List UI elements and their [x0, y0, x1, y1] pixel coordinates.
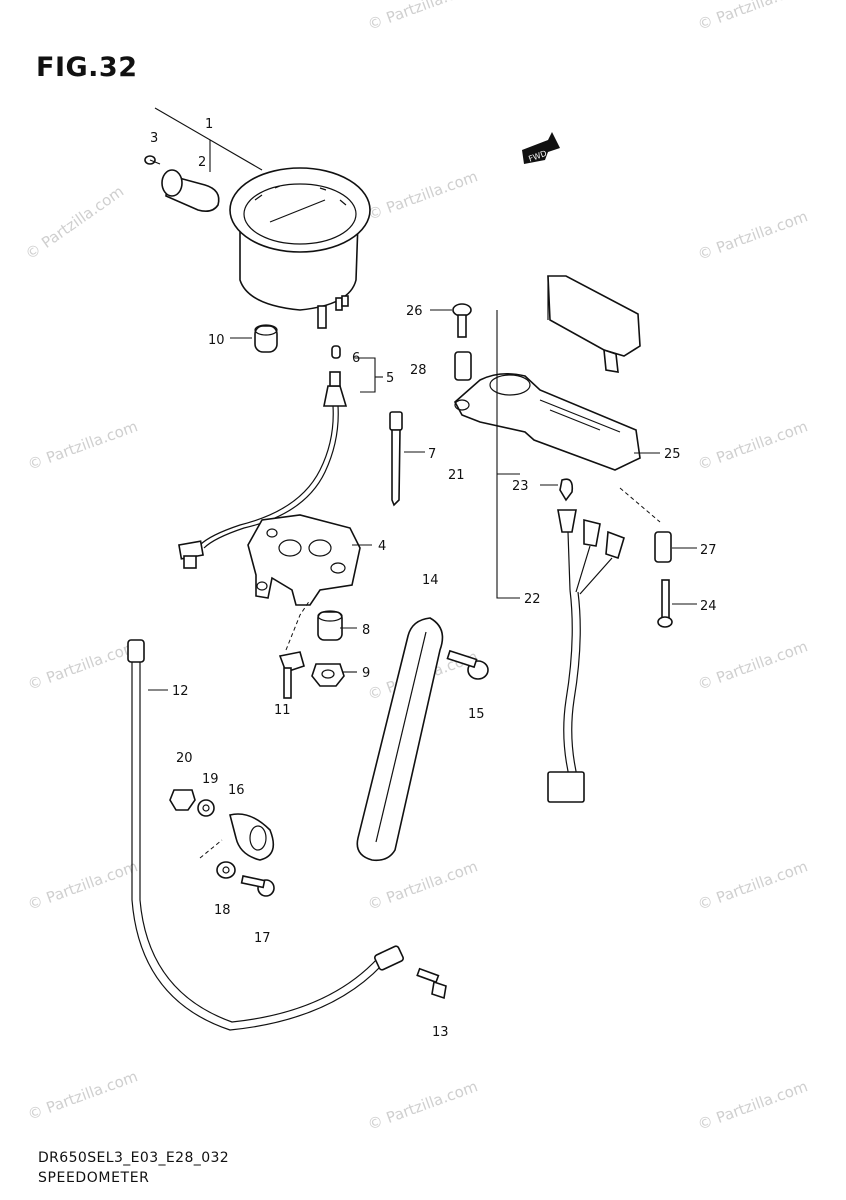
- watermark-text: © Partzilla.com: [365, 857, 480, 914]
- callout-3: 3: [150, 131, 158, 146]
- callout-23: 23: [512, 479, 529, 494]
- meter-socket: [144, 155, 220, 212]
- callout-4: 4: [378, 539, 386, 554]
- watermark-text: © Partzilla.com: [22, 182, 127, 263]
- callout-12: 12: [172, 684, 189, 699]
- screw-17: [240, 875, 275, 897]
- screw-26: [452, 303, 472, 338]
- callout-1: 1: [205, 117, 213, 132]
- callout-13: 13: [432, 1025, 449, 1040]
- lamp-wire: [178, 345, 348, 569]
- callout-11: 11: [274, 703, 291, 718]
- callout-8: 8: [362, 623, 370, 638]
- spacer-27: [654, 531, 672, 563]
- cable-clamp: [229, 813, 275, 861]
- watermark-text: © Partzilla.com: [695, 417, 810, 474]
- washer-18: [216, 861, 236, 879]
- bolt-13: [416, 967, 447, 1000]
- callout-10: 10: [208, 333, 225, 348]
- watermark-text: © Partzilla.com: [365, 167, 480, 224]
- callout-7: 7: [428, 447, 436, 462]
- watermark-text: © Partzilla.com: [25, 1067, 140, 1124]
- watermark-text: © Partzilla.com: [25, 637, 140, 694]
- callout-26: 26: [406, 304, 423, 319]
- watermark-text: © Partzilla.com: [695, 1077, 810, 1134]
- callout-19: 19: [202, 772, 219, 787]
- callout-27: 27: [700, 543, 717, 558]
- watermark-text: © Partzilla.com: [365, 0, 480, 34]
- washer-19: [197, 799, 215, 817]
- bolt-11: [278, 651, 305, 699]
- indicator-harness: [547, 509, 625, 803]
- callout-9: 9: [362, 666, 370, 681]
- grommet-part: [317, 610, 343, 641]
- leader-lines: [148, 309, 697, 691]
- speedometer-cable: [127, 639, 404, 1031]
- speedometer-assembly: [229, 167, 371, 329]
- watermark-text: © Partzilla.com: [25, 857, 140, 914]
- watermark-layer: © Partzilla.com © Partzilla.com © Partzill…: [22, 0, 810, 1134]
- callout-28: 28: [410, 363, 427, 378]
- spacer-28: [454, 351, 472, 381]
- nut-20: [169, 789, 196, 811]
- nut-part: [311, 663, 345, 687]
- meter-bracket: [247, 514, 361, 606]
- watermark-text: © Partzilla.com: [695, 207, 810, 264]
- watermark-text: © Partzilla.com: [695, 857, 810, 914]
- bulb-23: [559, 478, 574, 502]
- figure-title: FIG.32: [36, 52, 138, 83]
- watermark-text: © Partzilla.com: [695, 0, 810, 34]
- section-name: SPEEDOMETER: [38, 1170, 150, 1186]
- watermark-text: © Partzilla.com: [695, 637, 810, 694]
- model-code: DR650SEL3_E03_E28_032: [38, 1150, 230, 1166]
- watermark-text: © Partzilla.com: [25, 417, 140, 474]
- callout-2: 2: [198, 155, 206, 170]
- screw-24: [657, 579, 673, 628]
- callout-5: 5: [386, 371, 394, 386]
- stay-bracket: [356, 617, 444, 862]
- bolt-15: [446, 649, 489, 680]
- watermark-text: © Partzilla.com: [365, 1077, 480, 1134]
- callout-labels: 1 2 3 4 5 6 7 8 9 10 11 12 13 14 15 16 1…: [150, 117, 717, 1040]
- cable-tie: [389, 411, 403, 507]
- cushion-part: [254, 324, 278, 353]
- callout-22: 22: [524, 592, 541, 607]
- callout-6: 6: [352, 351, 360, 366]
- callout-18: 18: [214, 903, 231, 918]
- fwd-arrow-icon: FWD: [522, 132, 560, 164]
- callout-14: 14: [422, 573, 439, 588]
- callout-20: 20: [176, 751, 193, 766]
- callout-25: 25: [664, 447, 681, 462]
- callout-16: 16: [228, 783, 245, 798]
- callout-17: 17: [254, 931, 271, 946]
- callout-24: 24: [700, 599, 717, 614]
- callout-21: 21: [448, 468, 465, 483]
- callout-15: 15: [468, 707, 485, 722]
- indicator-assembly: [453, 275, 641, 471]
